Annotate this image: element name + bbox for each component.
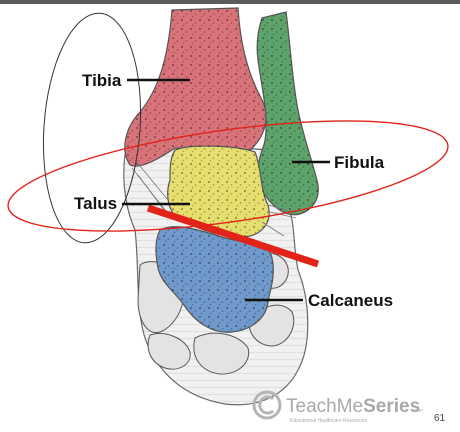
talus-label: Talus <box>74 194 117 213</box>
watermark-brand: TeachMeSeries <box>286 396 420 417</box>
tibia-bone <box>124 7 267 167</box>
watermark: TeachMeSeries .com Educational Healthcar… <box>252 390 423 424</box>
watermark-suffix: .com <box>412 408 423 414</box>
page-number: 61 <box>434 413 446 424</box>
talus-bone <box>167 145 270 238</box>
leader-lines <box>122 78 330 302</box>
fibula-bone <box>256 11 319 216</box>
calcaneus-bone <box>155 226 274 333</box>
fracture-line-annotation <box>146 204 320 268</box>
ankle-ellipse-annotation <box>7 120 449 232</box>
fibula-label: Fibula <box>334 153 385 172</box>
copyright-icon <box>252 390 282 420</box>
calcaneus-label: Calcaneus <box>308 291 393 310</box>
top-bar <box>0 0 460 4</box>
tibia-label: Tibia <box>82 71 122 90</box>
watermark-tagline: Educational Healthcare Resources <box>290 418 367 424</box>
medial-ellipse-annotation <box>42 12 142 244</box>
